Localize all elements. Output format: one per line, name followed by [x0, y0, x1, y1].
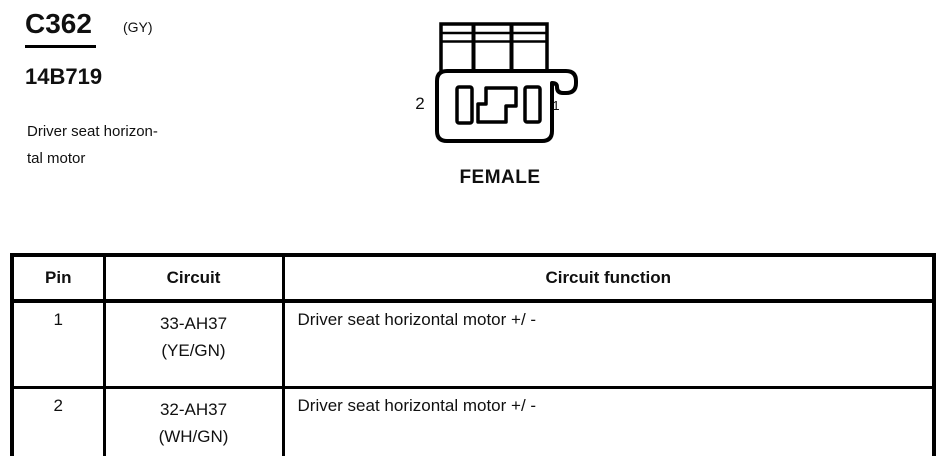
connector-description: Driver seat horizon- tal motor [27, 118, 158, 172]
column-header-circuit: Circuit [102, 253, 285, 303]
female-connector-diagram-icon [435, 22, 578, 143]
circuit-cell: 33-AH37 (YE/GN) [102, 299, 285, 389]
wire-color-code: (YE/GN) [161, 341, 226, 360]
table-row: 2 32-AH37 (WH/GN) Driver seat horizontal… [10, 386, 936, 456]
pin-number-cell: 2 [10, 386, 106, 456]
pin-cavity-1 [523, 85, 542, 124]
circuit-code: 32-AH37 [159, 400, 228, 419]
circuit-function-cell: Driver seat horizontal motor +/ - [281, 386, 936, 456]
pin-number-cell: 1 [10, 299, 106, 389]
part-number: 14B719 [25, 64, 103, 89]
column-header-circuit-function: Circuit function [281, 253, 936, 303]
connector-description-line-1: Driver seat horizon- [27, 123, 158, 140]
connector-description-line-2: tal motor [27, 150, 86, 167]
connector-id: C362 [25, 8, 96, 48]
pin-2-label: 2 [415, 94, 425, 113]
circuit-function-cell: Driver seat horizontal motor +/ - [281, 299, 936, 389]
column-header-pin: Pin [10, 253, 106, 303]
pin-cavity-2 [455, 85, 474, 125]
table-row: 1 33-AH37 (YE/GN) Driver seat horizontal… [10, 299, 936, 389]
pinout-table: Pin Circuit Circuit function 1 33-AH37 (… [10, 253, 936, 456]
table-header-row: Pin Circuit Circuit function [10, 253, 936, 303]
connector-gender-caption: FEMALE [459, 167, 541, 188]
circuit-code: 33-AH37 [159, 314, 228, 333]
pin-1-label: 1 [552, 98, 560, 113]
circuit-cell: 32-AH37 (WH/GN) [102, 386, 285, 456]
connector-cap [439, 22, 549, 76]
connector-keyway [476, 86, 518, 124]
wire-color-code: (WH/GN) [158, 427, 229, 446]
connector-color-code: (GY) [123, 19, 153, 35]
